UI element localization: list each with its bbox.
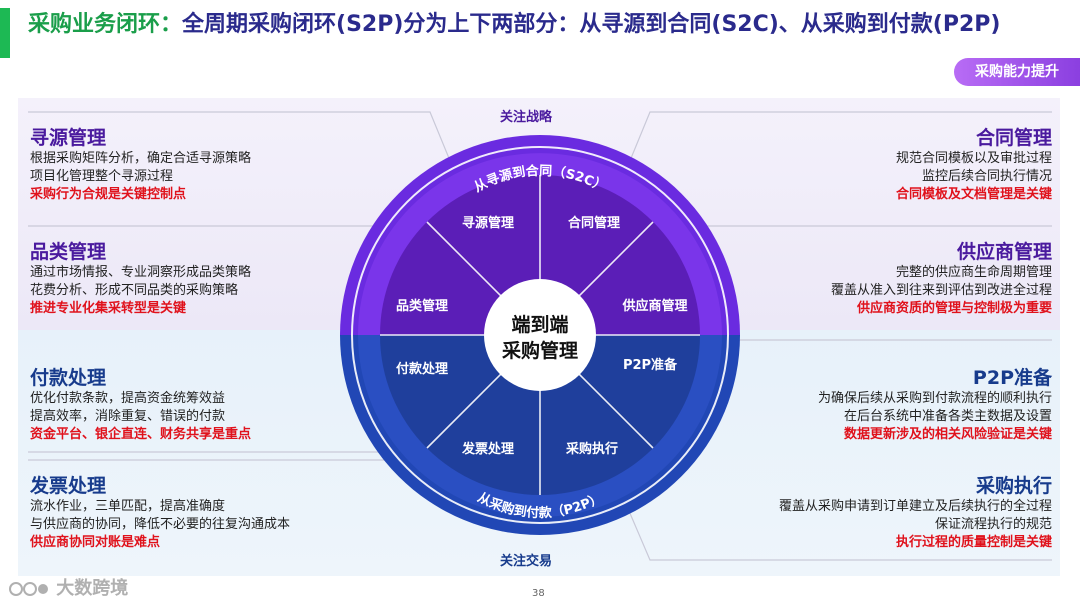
segment-category: 品类管理 — [396, 298, 448, 314]
s2p-wheel: 从寻源到合同（S2C） 从采购到付款（P2P） 寻源管理 合同管理 供应商管理 … — [340, 135, 740, 535]
title-rest: 全周期采购闭环(S2P)分为上下两部分：从寻源到合同(S2C)、从采购到付款(P… — [182, 12, 1001, 37]
block-line: 花费分析、形成不同品类的采购策略 — [30, 283, 239, 298]
block-line: 流水作业，三单匹配，提高准确度 — [30, 499, 226, 514]
focus-transaction-label: 关注交易 — [500, 554, 553, 569]
block-title: P2P准备 — [972, 367, 1052, 389]
block-line: 提高效率，消除重复、错误的付款 — [30, 409, 226, 424]
segment-supplier: 供应商管理 — [621, 298, 687, 314]
block-line: 为确保后续从采购到付款流程的顺利执行 — [817, 391, 1052, 406]
block-invoice: 发票处理 流水作业，三单匹配，提高准确度 与供应商的协同，降低不必要的往复沟通成… — [30, 474, 290, 552]
block-line: 完整的供应商生命周期管理 — [895, 265, 1052, 280]
footer-logo: 大数跨境 — [8, 574, 128, 600]
block-line: 在后台系统中准备各类主数据及设置 — [843, 409, 1052, 424]
page-title: 采购业务闭环：全周期采购闭环(S2P)分为上下两部分：从寻源到合同(S2C)、从… — [28, 10, 1048, 40]
title-lead: 采购业务闭环： — [28, 12, 183, 37]
segment-contract: 合同管理 — [568, 215, 620, 231]
focus-strategy-label: 关注战略 — [500, 110, 553, 125]
block-title: 采购执行 — [975, 475, 1052, 497]
logo-text: 大数跨境 — [56, 578, 129, 599]
logo-icon — [9, 582, 48, 596]
block-sourcing: 寻源管理 根据采购矩阵分析，确定合适寻源策略 项目化管理整个寻源过程 采购行为合… — [30, 126, 251, 204]
block-key-point: 数据更新涉及的相关风险验证是关键 — [843, 427, 1052, 442]
leader-line — [717, 339, 1052, 361]
block-title: 供应商管理 — [956, 241, 1052, 263]
block-contract: 合同管理 规范合同模板以及审批过程 监控后续合同执行情况 合同模板及文档管理是关… — [896, 126, 1052, 204]
block-line: 监控后续合同执行情况 — [921, 169, 1052, 184]
block-title: 付款处理 — [30, 367, 107, 389]
ring-separator — [351, 146, 729, 524]
block-title: 合同管理 — [975, 127, 1052, 149]
block-line: 根据采购矩阵分析，确定合适寻源策略 — [30, 151, 252, 166]
block-key-point: 推进专业化集采转型是关键 — [30, 301, 187, 316]
block-category: 品类管理 通过市场情报、专业洞察形成品类策略 花费分析、形成不同品类的采购策略 … — [30, 240, 251, 318]
block-line: 项目化管理整个寻源过程 — [30, 169, 174, 184]
block-key-point: 资金平台、银企直连、财务共享是重点 — [30, 427, 252, 442]
block-procurement-execution: 采购执行 覆盖从采购申请到订单建立及后续执行的全过程 保证流程执行的规范 执行过… — [779, 474, 1052, 552]
block-line: 保证流程执行的规范 — [934, 517, 1052, 532]
block-key-point: 合同模板及文档管理是关键 — [895, 187, 1052, 202]
segment-p2p-prep: P2P准备 — [623, 357, 678, 373]
block-line: 覆盖从准入到往来到评估到改进全过程 — [830, 283, 1052, 298]
capability-badge: 采购能力提升 — [954, 58, 1080, 86]
block-key-point: 供应商资质的管理与控制极为重要 — [856, 301, 1052, 316]
block-line: 覆盖从采购申请到订单建立及后续执行的全过程 — [778, 499, 1052, 514]
block-title: 品类管理 — [30, 241, 107, 263]
block-line: 优化付款条款，提高资金统筹效益 — [30, 391, 226, 406]
segment-sourcing: 寻源管理 — [462, 215, 514, 231]
page-number: 38 — [532, 588, 545, 599]
title-accent-bar — [0, 8, 10, 58]
block-title: 发票处理 — [30, 475, 107, 497]
segment-invoice: 发票处理 — [461, 441, 514, 457]
block-title: 寻源管理 — [30, 127, 107, 149]
block-supplier: 供应商管理 完整的供应商生命周期管理 覆盖从准入到往来到评估到改进全过程 供应商… — [831, 240, 1052, 318]
segment-execution: 采购执行 — [565, 441, 618, 457]
block-p2p-prep: P2P准备 为确保后续从采购到付款流程的顺利执行 在后台系统中准备各类主数据及设… — [818, 366, 1052, 444]
block-line: 规范合同模板以及审批过程 — [895, 151, 1052, 166]
block-key-point: 供应商协同对账是难点 — [30, 535, 161, 550]
block-payment: 付款处理 优化付款条款，提高资金统筹效益 提高效率，消除重复、错误的付款 资金平… — [30, 366, 251, 444]
block-line: 通过市场情报、专业洞察形成品类策略 — [30, 265, 252, 280]
block-key-point: 执行过程的质量控制是关键 — [895, 535, 1052, 550]
center-circle — [484, 279, 596, 391]
center-label-line1: 端到端 — [511, 313, 568, 336]
segment-payment: 付款处理 — [396, 361, 448, 377]
center-label-line2: 采购管理 — [502, 339, 578, 362]
block-line: 与供应商的协同，降低不必要的往复沟通成本 — [30, 517, 291, 532]
block-key-point: 采购行为合规是关键控制点 — [30, 187, 187, 202]
